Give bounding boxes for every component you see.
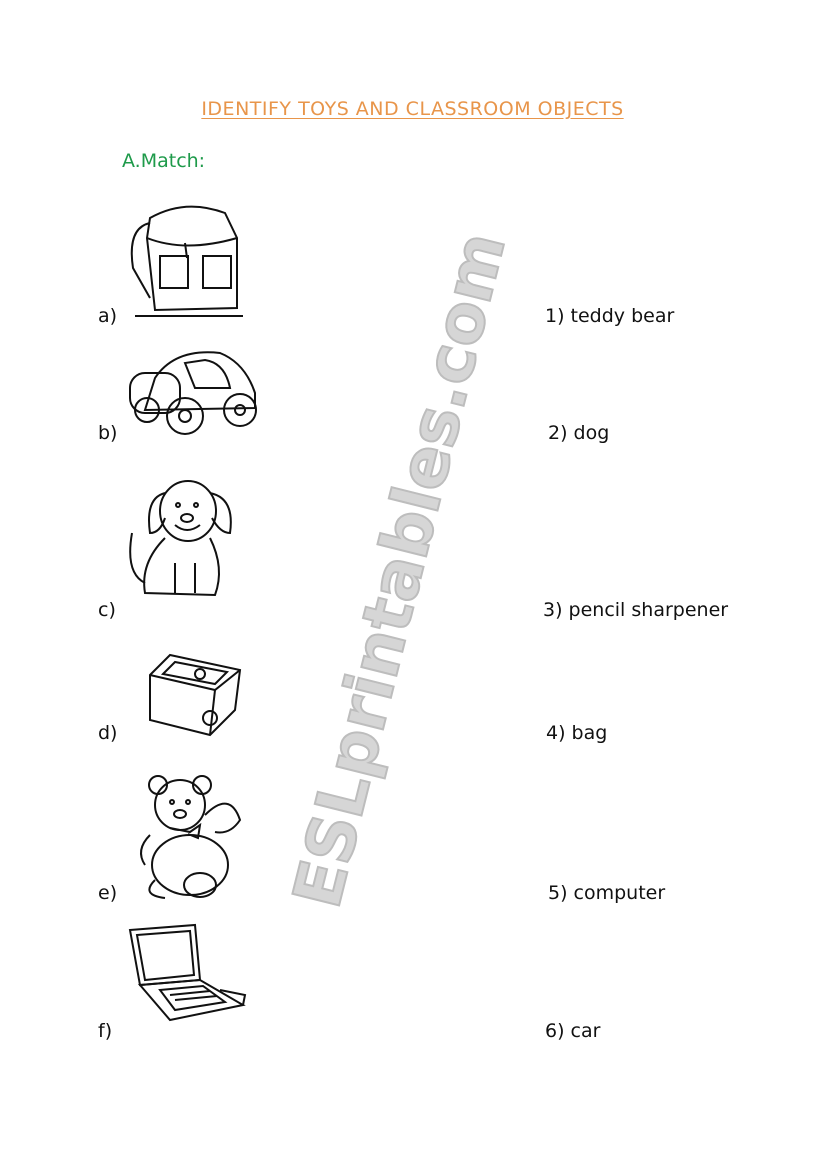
- item-label-b: b): [98, 422, 118, 444]
- answer-option-6: 6) car: [545, 1020, 601, 1042]
- item-label-d: d): [98, 722, 118, 744]
- answer-option-1: 1) teddy bear: [545, 305, 675, 327]
- toy-car-icon: [129, 351, 257, 435]
- dog-icon: [129, 480, 232, 597]
- answer-option-2: 2) dog: [548, 422, 610, 444]
- laptop-computer-icon: [128, 923, 247, 1022]
- watermark: ESLprintables.com: [277, 224, 521, 916]
- backpack-icon: [130, 205, 243, 317]
- answer-option-4: 4) bag: [546, 722, 608, 744]
- section-heading: A.Match:: [122, 150, 206, 172]
- teddy-bear-icon: [140, 775, 242, 899]
- pencil-sharpener-icon: [149, 653, 242, 737]
- item-label-a: a): [98, 305, 118, 327]
- answer-option-5: 5) computer: [548, 882, 666, 904]
- worksheet-title: IDENTIFY TOYS AND CLASSROOM OBJECTS: [201, 98, 624, 120]
- item-label-e: e): [98, 882, 118, 904]
- answer-option-3: 3) pencil sharpener: [543, 599, 729, 621]
- item-label-f: f): [98, 1020, 113, 1042]
- item-label-c: c): [98, 599, 116, 621]
